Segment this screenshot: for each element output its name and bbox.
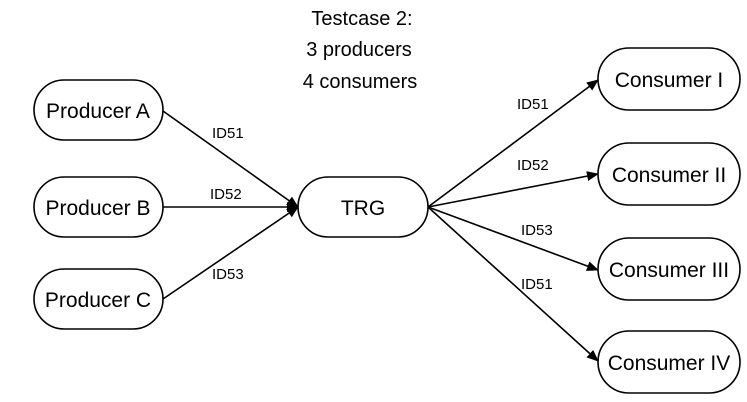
node-label-consumer-3: Consumer III: [609, 259, 729, 282]
edge-trg-to-consumer-4: [427, 206, 599, 362]
edge-trg-to-consumer-2: [427, 171, 599, 208]
title-line-2: 3 producers: [306, 39, 412, 61]
edge-trg-to-consumer-3: [427, 206, 599, 271]
node-consumer-4: Consumer IV: [597, 330, 741, 394]
edge-label-producer-c: ID53: [212, 266, 244, 283]
node-label-producer-b: Producer B: [45, 197, 150, 220]
edge-label-producer-b: ID52: [210, 186, 242, 203]
edge-label-consumer-3: ID53: [521, 222, 553, 239]
node-producer-a: Producer A: [33, 79, 164, 141]
edge-producer-c-to-trg: [162, 206, 299, 300]
title-line-3: 4 consumers: [303, 71, 418, 93]
edge-label-producer-a: ID51: [212, 125, 244, 142]
edge-label-consumer-2: ID52: [517, 157, 549, 174]
node-consumer-2: Consumer II: [597, 142, 741, 206]
node-label-consumer-4: Consumer IV: [608, 352, 731, 375]
node-consumer-3: Consumer III: [597, 237, 741, 301]
node-trg: TRG: [297, 176, 429, 238]
node-label-trg: TRG: [341, 197, 385, 220]
node-producer-c: Producer C: [33, 268, 164, 330]
edge-producer-a-to-trg: [162, 110, 299, 208]
edge-label-consumer-4: ID51: [521, 276, 553, 293]
title-line-1: Testcase 2:: [311, 8, 412, 30]
node-label-producer-c: Producer C: [45, 289, 151, 312]
node-label-consumer-2: Consumer II: [612, 164, 726, 187]
node-label-producer-a: Producer A: [46, 100, 150, 123]
node-label-consumer-1: Consumer I: [615, 69, 724, 92]
node-producer-b: Producer B: [33, 176, 164, 238]
diagram-title: Testcase 2: 3 producers 4 consumers: [303, 8, 418, 93]
node-consumer-1: Consumer I: [597, 47, 741, 111]
edge-trg-to-consumer-1: [427, 79, 599, 208]
edge-label-consumer-1: ID51: [517, 96, 549, 113]
